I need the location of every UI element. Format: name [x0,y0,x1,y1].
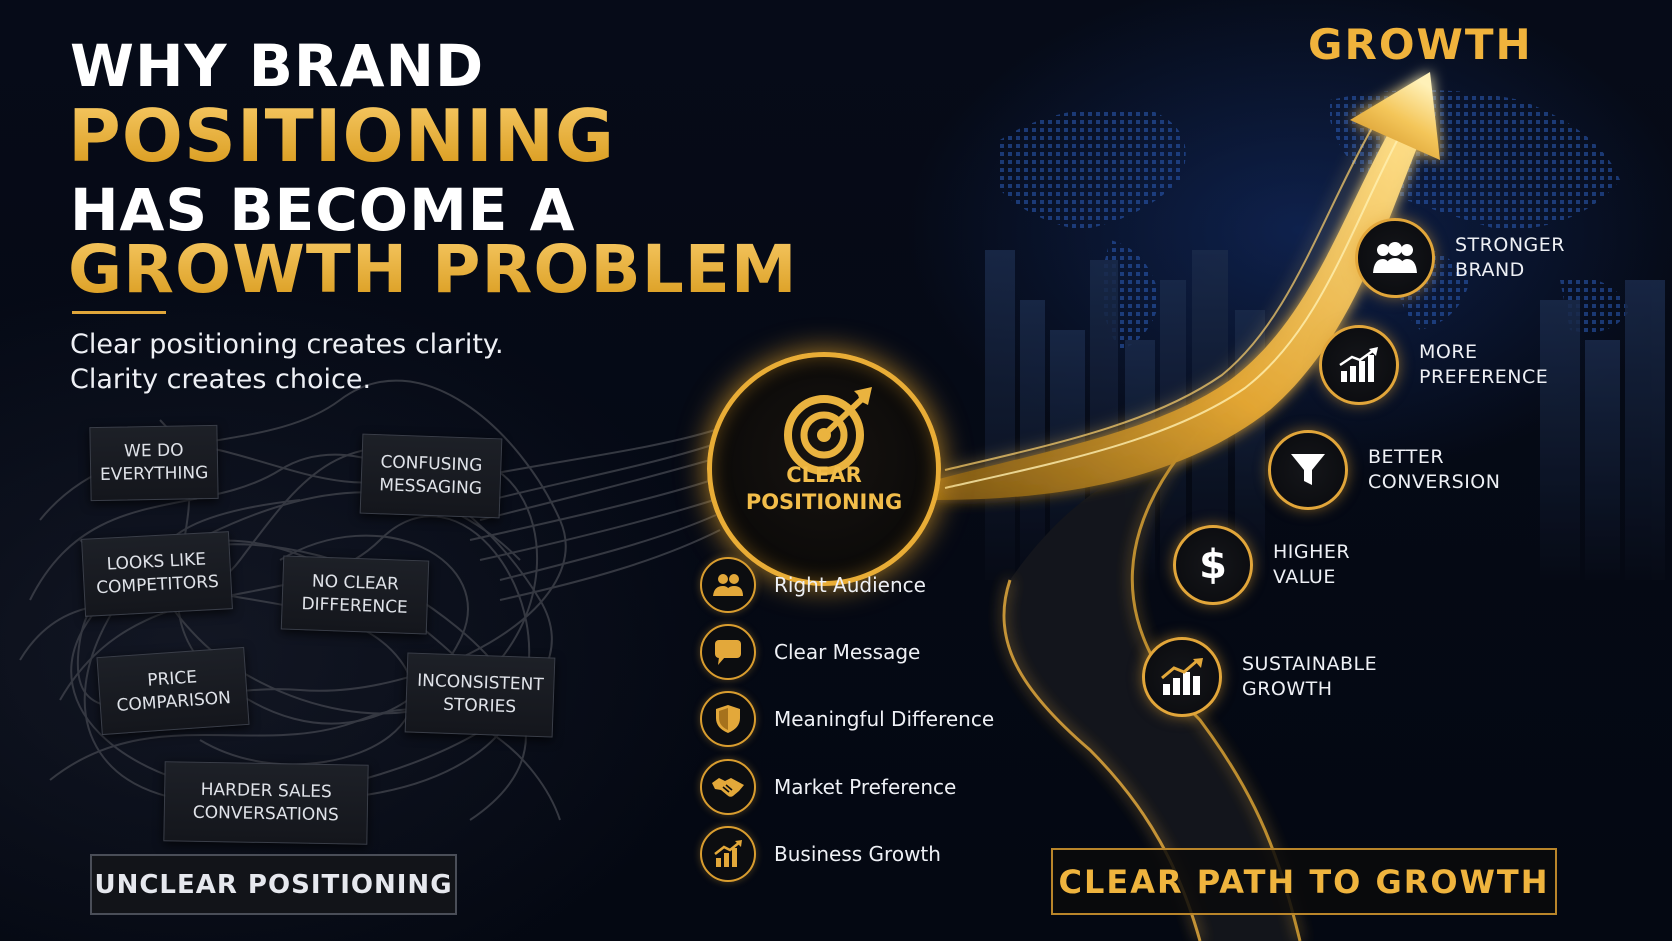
milestone-line-2: VALUE [1273,566,1336,588]
clear-positioning-text: CLEAR POSITIONING [712,462,936,516]
group-icon [1355,218,1435,298]
milestone-item: MORE PREFERENCE [1319,325,1548,405]
milestone-label: SUSTAINABLE GROWTH [1242,652,1377,702]
benefit-item: Clear Message [700,623,920,681]
clear-positioning-line-1: CLEAR [786,463,862,487]
benefit-label: Clear Message [774,640,921,664]
headline-line-3: HAS BECOME A [70,176,576,244]
benefit-label: Business Growth [774,842,941,866]
shield-icon [700,691,756,747]
milestone-label: BETTER CONVERSION [1368,445,1500,495]
unclear-positioning-label: UNCLEAR POSITIONING [90,854,457,915]
milestone-line-1: HIGHER [1273,541,1351,563]
clear-positioning-circle: CLEAR POSITIONING [707,352,941,586]
growth-title: GROWTH [1308,20,1533,69]
funnel-icon [1268,430,1348,510]
tagline-line-1: Clear positioning creates clarity. [70,329,504,360]
milestone-item: STRONGER BRAND [1355,218,1565,298]
milestone-line-2: CONVERSION [1368,471,1501,493]
target-arrow-icon [784,387,872,475]
clear-positioning-line-2: POSITIONING [745,490,903,514]
tagline-line-2: Clarity creates choice. [70,364,372,395]
growth-arrow [935,72,1440,500]
milestone-line-1: STRONGER [1455,234,1565,256]
benefit-item: Business Growth [700,825,941,883]
milestone-line-2: GROWTH [1242,678,1333,700]
benefit-item: Meaningful Difference [700,690,994,748]
milestone-item: SUSTAINABLE GROWTH [1142,637,1377,717]
headline-divider [72,311,166,314]
milestone-item: BETTER CONVERSION [1268,430,1500,510]
headline-line-2: POSITIONING [68,94,616,178]
milestone-item: $ HIGHER VALUE [1173,525,1350,605]
handshake-icon [700,759,756,815]
bar-chart-icon [1319,325,1399,405]
milestone-line-2: BRAND [1455,259,1525,281]
growth-chart-icon [700,826,756,882]
benefit-label: Market Preference [774,775,957,799]
trend-chart-icon [1142,637,1222,717]
milestone-line-1: BETTER [1368,446,1445,468]
benefit-label: Meaningful Difference [774,707,995,731]
milestone-line-1: MORE [1419,341,1478,363]
audience-icon [700,557,756,613]
headline-line-1: WHY BRAND [70,32,485,100]
message-icon [700,624,756,680]
milestone-label: HIGHER VALUE [1273,540,1350,590]
clear-path-label: CLEAR PATH TO GROWTH [1051,848,1557,915]
milestone-line-1: SUSTAINABLE [1242,653,1378,675]
headline-line-4: GROWTH PROBLEM [68,231,798,308]
milestone-label: MORE PREFERENCE [1419,340,1548,390]
milestone-line-2: PREFERENCE [1419,366,1549,388]
dollar-icon: $ [1173,525,1253,605]
milestone-label: STRONGER BRAND [1455,233,1565,283]
benefit-item: Market Preference [700,758,956,816]
benefit-item: Right Audience [700,556,926,614]
benefit-label: Right Audience [774,573,926,597]
